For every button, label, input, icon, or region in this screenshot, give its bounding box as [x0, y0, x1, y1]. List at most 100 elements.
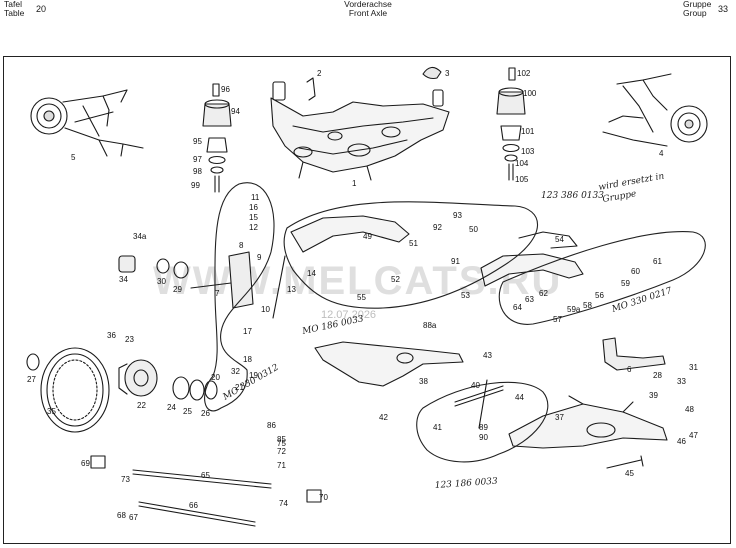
part-label: 44: [515, 393, 524, 402]
table-label: Tafel Table: [4, 0, 24, 18]
part-label: 100: [523, 89, 537, 98]
part-label: 32: [231, 367, 240, 376]
part-label: 51: [409, 239, 418, 248]
washer-part-30: [156, 258, 170, 274]
part-label: 19: [249, 371, 258, 380]
note-part-number-e: 123 186 0033: [435, 477, 499, 491]
part-label: 73: [121, 475, 130, 484]
part-label: 21: [235, 383, 244, 392]
part-label: 36: [107, 331, 116, 340]
part-label: 12: [249, 223, 258, 232]
part-label: 41: [433, 423, 442, 432]
part-label: 96: [221, 85, 230, 94]
part-label: 97: [193, 155, 202, 164]
part-label: 34a: [133, 232, 147, 241]
pin-part-90: [478, 379, 488, 429]
part-label: 20: [211, 373, 220, 382]
part-label: 69: [81, 459, 90, 468]
part-label: 7: [215, 289, 220, 298]
part-label: 8: [239, 241, 244, 250]
part-label: 24: [167, 403, 176, 412]
table-number: 20: [36, 4, 47, 14]
part-label: 66: [189, 501, 198, 510]
part-label: 13: [287, 285, 296, 294]
part-label: 98: [193, 167, 202, 176]
part-label: 22: [137, 401, 146, 410]
part-label: 35: [47, 407, 56, 416]
part-label: 64: [513, 303, 522, 312]
ring-part-26: [204, 380, 218, 400]
pin-part-40: [454, 385, 504, 407]
rubber-mount-stack-right: [496, 67, 526, 181]
part-label: 5: [71, 153, 76, 162]
part-label: 4: [659, 149, 664, 158]
part-label: 1: [352, 179, 357, 188]
part-label: 48: [685, 405, 694, 414]
table-label-de: Tafel: [4, 0, 22, 9]
bearing-part-24: [172, 376, 190, 400]
part-label: 102: [517, 69, 531, 78]
group-number: 33: [718, 4, 729, 14]
note-part-number-a: 123 386 0133: [541, 191, 604, 201]
part-label: 53: [461, 291, 470, 300]
rubber-part-34: [118, 255, 136, 273]
part-label: 92: [433, 223, 442, 232]
part-label: 11: [251, 193, 260, 202]
page-title-en: Front Axle: [348, 8, 388, 18]
tie-rod-part-67: [138, 501, 256, 523]
stud-part-13: [272, 255, 286, 319]
lower-control-arm-left: [314, 341, 464, 387]
watermark-date: 12.07.2026: [321, 309, 376, 321]
part-label: 63: [525, 295, 534, 304]
part-label: 3: [445, 69, 450, 78]
part-label: 61: [653, 257, 662, 266]
contour-upper-middle: [283, 201, 538, 309]
note-part-number-b: MO 330 0217: [610, 286, 674, 315]
part-label: 42: [379, 413, 388, 422]
axle-carrier-part: [270, 81, 450, 181]
group-label-de: Gruppe: [683, 0, 712, 9]
part-label: 37: [555, 413, 564, 422]
part-label: 55: [357, 293, 366, 302]
part-label: 105: [515, 175, 529, 184]
part-label: 50: [469, 225, 478, 234]
part-label: 2: [317, 69, 322, 78]
ball-joint-part-70: [90, 455, 106, 469]
wheel-hub-part: [118, 359, 158, 397]
part-label: 40: [471, 381, 480, 390]
part-label: 101: [521, 127, 535, 136]
part-label: 93: [453, 211, 462, 220]
part-label: 54: [555, 235, 564, 244]
diagram-border: [3, 56, 731, 544]
part-label: 31: [689, 363, 698, 372]
part-label: 65: [201, 471, 210, 480]
cap-part-3: [422, 66, 442, 80]
part-label: 39: [649, 391, 658, 400]
tie-rod-part-66: [132, 469, 272, 485]
part-label: 25: [183, 407, 192, 416]
group-label: Gruppe Group: [683, 0, 711, 18]
part-number-labels: 1 2 3 4 5 6 7 8 9 10 11 12 13 14 15 16 1…: [27, 69, 698, 522]
part-label: 27: [27, 375, 36, 384]
annotation-contours: [204, 182, 706, 463]
part-label: 28: [653, 371, 662, 380]
part-label: 103: [521, 147, 535, 156]
part-label: 58: [583, 301, 592, 310]
part-label: 74: [279, 499, 288, 508]
part-label: 75: [277, 439, 286, 448]
part-label: 30: [157, 277, 166, 286]
part-label: 29: [173, 285, 182, 294]
upper-control-arm-left: [290, 215, 410, 253]
contour-upper-right: [498, 231, 706, 325]
contour-upper-left: [204, 182, 275, 412]
part-label: 47: [689, 431, 698, 440]
part-label: 23: [125, 335, 134, 344]
part-label: 10: [261, 305, 270, 314]
part-label: 90: [479, 433, 488, 442]
part-label: 86: [267, 421, 276, 430]
part-label: 26: [201, 409, 210, 418]
page-title: Vorderachse Front Axle: [338, 0, 398, 18]
part-label: 15: [249, 213, 258, 222]
part-label: 33: [677, 377, 686, 386]
part-label: 59a: [567, 305, 581, 314]
